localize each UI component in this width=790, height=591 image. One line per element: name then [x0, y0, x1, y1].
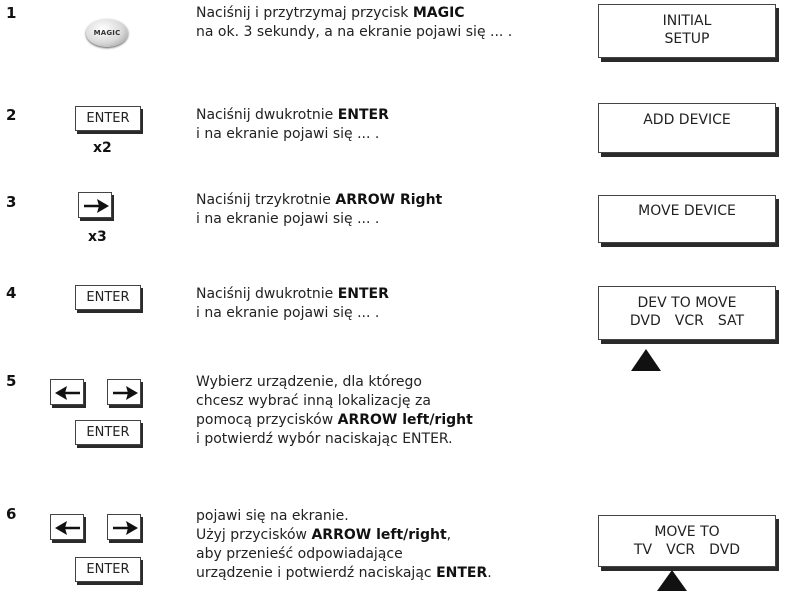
step-description: Naciśnij i przytrzymaj przycisk MAGIC na…	[196, 4, 566, 42]
selection-pointer-icon	[631, 349, 661, 371]
desc-text: chcesz wybrać inną lokalizację za	[196, 393, 431, 409]
desc-text: aby przenieść odpowiadające	[196, 546, 403, 562]
screen-option: DVD	[709, 542, 741, 558]
display-screen: INITIAL SETUP	[598, 4, 776, 58]
desc-text: ,	[446, 527, 452, 543]
screen-option: DVD	[629, 313, 661, 329]
desc-text: Naciśnij dwukrotnie	[196, 286, 338, 302]
step-description: Naciśnij trzykrotnie ARROW Right i na ek…	[196, 191, 566, 229]
desc-bold: MAGIC	[412, 5, 465, 21]
step-number: 6	[6, 505, 17, 523]
arrow-right-icon	[84, 199, 109, 213]
desc-text: .	[487, 565, 492, 581]
screen-line: MOVE TO	[654, 524, 720, 540]
enter-button[interactable]: ENTER	[75, 106, 141, 131]
enter-button[interactable]: ENTER	[75, 557, 141, 582]
arrow-right-button[interactable]	[78, 192, 112, 218]
arrow-right-icon	[113, 386, 138, 400]
step-number: 4	[6, 284, 17, 302]
step-number: 5	[6, 372, 17, 390]
step-description: Naciśnij dwukrotnie ENTER i na ekranie p…	[196, 106, 566, 144]
step-number: 2	[6, 106, 17, 124]
screen-option: TV	[633, 542, 653, 558]
desc-text: Użyj przycisków	[196, 527, 312, 543]
screen-line: INITIAL	[662, 13, 712, 29]
arrow-left-button[interactable]	[50, 514, 84, 540]
display-screen: ADD DEVICE	[598, 103, 776, 153]
arrow-right-button[interactable]	[107, 514, 141, 540]
arrow-left-icon	[55, 521, 80, 535]
desc-text: i na ekranie pojawi się ... .	[196, 211, 380, 227]
arrow-right-icon	[113, 521, 138, 535]
step-description: Wybierz urządzenie, dla którego chcesz w…	[196, 373, 566, 449]
step-number: 1	[6, 4, 17, 22]
desc-bold: ENTER	[337, 286, 389, 302]
desc-bold: ENTER	[337, 107, 389, 123]
screen-option: SAT	[717, 313, 745, 329]
screen-option: VCR	[666, 542, 696, 558]
desc-text: na ok. 3 sekundy, a na ekranie pojawi si…	[196, 24, 513, 40]
step-number: 3	[6, 193, 17, 211]
desc-bold: ARROW left/right	[337, 412, 473, 428]
screen-line: SETUP	[664, 31, 710, 47]
display-screen: MOVE TO TV VCR DVD	[598, 515, 776, 567]
screen-option: VCR	[674, 313, 704, 329]
screen-line: ADD DEVICE	[643, 112, 731, 128]
desc-text: i na ekranie pojawi się ... .	[196, 305, 380, 321]
step-description: pojawi się na ekranie. Użyj przycisków A…	[196, 507, 566, 583]
desc-text: i potwierdź wybór naciskając ENTER.	[196, 431, 453, 447]
selection-pointer-icon	[657, 570, 687, 591]
desc-text: Naciśnij trzykrotnie	[196, 192, 336, 208]
desc-bold: ARROW left/right	[311, 527, 447, 543]
screen-line: DEV TO MOVE	[637, 295, 737, 311]
desc-text: Wybierz urządzenie, dla którego	[196, 374, 422, 390]
enter-button[interactable]: ENTER	[75, 285, 141, 310]
arrow-left-button[interactable]	[50, 379, 84, 405]
magic-button-label: MAGIC	[93, 29, 121, 37]
desc-text: urządzenie i potwierdź naciskając	[196, 565, 437, 581]
display-screen: MOVE DEVICE	[598, 195, 776, 243]
enter-button[interactable]: ENTER	[75, 420, 141, 445]
display-screen: DEV TO MOVE DVD VCR SAT	[598, 286, 776, 340]
arrow-right-button[interactable]	[107, 379, 141, 405]
desc-bold: ENTER	[436, 565, 488, 581]
screen-line: MOVE DEVICE	[638, 203, 736, 219]
desc-text: i na ekranie pojawi się ... .	[196, 126, 380, 142]
desc-text: Naciśnij dwukrotnie	[196, 107, 338, 123]
desc-text: pomocą przycisków	[196, 412, 338, 428]
magic-button[interactable]: MAGIC	[86, 19, 128, 47]
desc-bold: ARROW Right	[335, 192, 443, 208]
multiplier-label: x2	[93, 140, 112, 156]
step-description: Naciśnij dwukrotnie ENTER i na ekranie p…	[196, 285, 566, 323]
arrow-left-icon	[55, 386, 80, 400]
desc-text: Naciśnij i przytrzymaj przycisk	[196, 5, 413, 21]
multiplier-label: x3	[88, 229, 107, 245]
desc-text: pojawi się na ekranie.	[196, 508, 349, 524]
